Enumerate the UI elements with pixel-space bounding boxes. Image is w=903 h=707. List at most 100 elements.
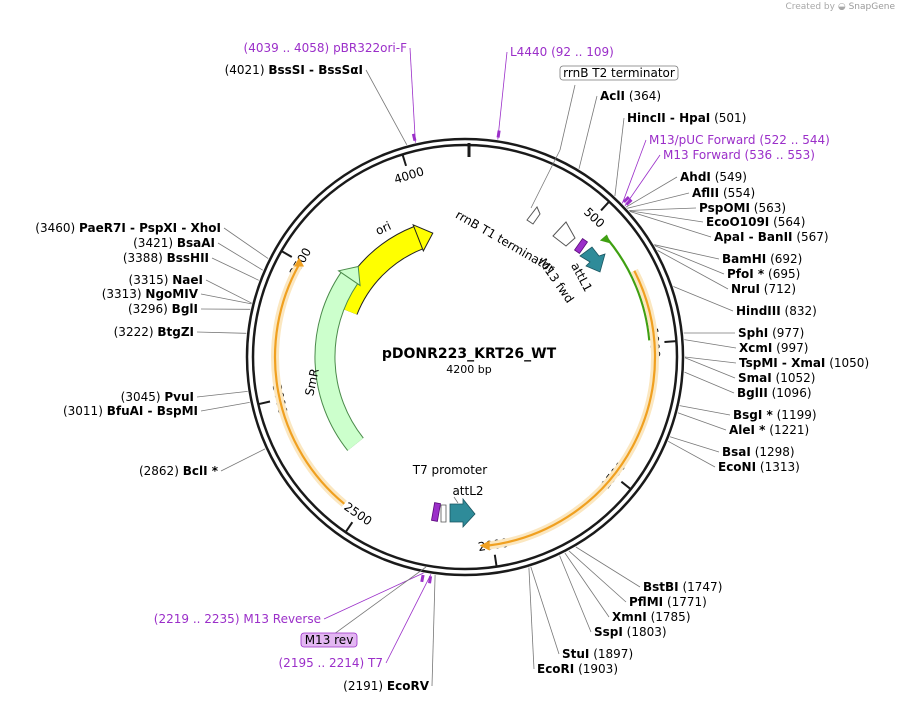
arc-feature-label: SmR [302, 367, 321, 397]
t7-promoter-mark[interactable] [431, 502, 441, 522]
att-arc-right[interactable] [487, 270, 657, 547]
leader-line [684, 356, 737, 364]
restriction-site-label[interactable]: (3313) NgoMIV [102, 287, 199, 301]
site-location: (1771) [667, 595, 707, 609]
attl2-arrow[interactable] [449, 497, 476, 529]
restriction-site-label[interactable]: AhdI (549) [680, 170, 747, 184]
tick-mark [600, 200, 610, 212]
restriction-site-label[interactable]: (3011) BfuAI - BspMI [63, 404, 198, 418]
primer-label[interactable]: L4440 (92 .. 109) [510, 45, 614, 59]
restriction-site-label[interactable]: PspOMI (563) [699, 201, 786, 215]
leader-line [385, 574, 432, 664]
site-name: PaeR7I - PspXI - XhoI [79, 221, 221, 235]
restriction-site-label[interactable]: (4021) BssSI - BssSαI [225, 63, 363, 77]
restriction-site-label[interactable]: BamHI (692) [722, 252, 802, 266]
rrnb-arrowhead [599, 234, 611, 244]
restriction-site-label[interactable]: (2862) BclI * [139, 464, 219, 478]
primer-label[interactable]: M13 Forward (536 .. 553) [663, 148, 815, 162]
restriction-site-label[interactable]: StuI (1897) [562, 647, 633, 661]
leader-line [217, 242, 264, 271]
restriction-site-label[interactable]: EcoO109I (564) [706, 215, 805, 229]
backbone-outer [245, 137, 685, 577]
site-location: (567) [796, 230, 828, 244]
rrnb-t1-terminator-feature[interactable] [526, 149, 576, 247]
restriction-site-label[interactable]: SphI (977) [738, 326, 804, 340]
leader-line [196, 391, 248, 398]
leader-line [654, 245, 725, 275]
primer-range: (536 .. 553) [745, 148, 815, 162]
primer-mark[interactable] [428, 576, 433, 584]
site-name: AhdI [680, 170, 711, 184]
restriction-site-label[interactable]: XmnI (1785) [612, 610, 691, 624]
m13-rev-box[interactable] [300, 632, 358, 648]
snapgene-logo-icon: ◒ [837, 2, 846, 12]
primer-label[interactable]: (4039 .. 4058) pBR322ori-F [244, 41, 408, 55]
attl1-arrow[interactable] [579, 246, 606, 273]
restriction-site-label[interactable]: HindIII (832) [736, 304, 817, 318]
site-name: BglI [172, 302, 198, 316]
restriction-site-label[interactable]: (3460) PaeR7I - PspXI - XhoI [35, 221, 221, 235]
ori-arc[interactable] [335, 227, 423, 315]
primer-label[interactable]: (2219 .. 2235) M13 Reverse [154, 612, 321, 626]
restriction-site-label[interactable]: (3388) BssHII [123, 251, 209, 265]
restriction-site-label[interactable]: BsaI (1298) [722, 445, 795, 459]
leader-line [200, 402, 250, 412]
primer-mark[interactable] [625, 198, 633, 206]
restriction-site-label[interactable]: NruI (712) [731, 282, 796, 296]
restriction-site-label[interactable]: BstBI (1747) [643, 580, 722, 594]
site-name: AleI * [729, 423, 766, 437]
site-name: BssSI - BssSαI [268, 63, 363, 77]
restriction-site-label[interactable]: EcoNI (1313) [718, 460, 800, 474]
restriction-site-label[interactable]: SspI (1803) [594, 625, 667, 639]
m13-fwd-primer-mark[interactable] [573, 237, 589, 255]
restriction-site-label[interactable]: ApaI - BanII (567) [714, 230, 829, 244]
site-name: PvuI [164, 390, 194, 404]
leader-line [200, 293, 252, 305]
leader-line [654, 244, 720, 260]
tick-mark [258, 400, 271, 406]
primer-mark[interactable] [411, 133, 417, 142]
leader-line [329, 566, 427, 638]
site-location: (3313) [102, 287, 142, 301]
restriction-site-label[interactable]: PflMI (1771) [629, 595, 707, 609]
restriction-site-label[interactable]: EcoRI (1903) [537, 662, 618, 676]
restriction-site-label[interactable]: AleI * (1221) [729, 423, 809, 437]
leader-line [211, 257, 259, 281]
restriction-site-label[interactable]: AclI (364) [600, 89, 661, 103]
rrnb-region-arc[interactable] [607, 238, 651, 341]
restriction-site-label[interactable]: XcmI (997) [739, 341, 808, 355]
restriction-site-label[interactable]: BsgI * (1199) [733, 408, 817, 422]
leader-line [625, 176, 678, 208]
restriction-site-label[interactable]: BglII (1096) [737, 386, 812, 400]
restriction-site-label[interactable]: (3421) BsaAI [133, 236, 215, 250]
restriction-site-label[interactable]: TspMI - XmaI (1050) [739, 356, 869, 370]
restriction-site-label[interactable]: SmaI (1052) [738, 371, 815, 385]
site-name: NaeI [172, 273, 203, 287]
rrnb-t2-box[interactable] [559, 65, 679, 81]
primer-label[interactable]: (2195 .. 2214) T7 [279, 656, 384, 670]
site-location: (1199) [777, 408, 817, 422]
site-location: (563) [754, 201, 786, 215]
restriction-site-label[interactable]: (3045) PvuI [121, 390, 194, 404]
primer-mark[interactable] [622, 195, 630, 203]
primer-label[interactable]: M13/pUC Forward (522 .. 544) [649, 133, 830, 147]
primer-name: M13 Forward [663, 148, 741, 162]
site-name: NruI [731, 282, 760, 296]
restriction-site-label[interactable]: (3296) BglI [128, 302, 198, 316]
restriction-site-label[interactable]: (3315) NaeI [129, 273, 203, 287]
att-arc-left[interactable] [273, 263, 345, 505]
tick-mark [344, 521, 354, 533]
restriction-site-label[interactable]: PfoI * (695) [727, 267, 800, 281]
restriction-site-label[interactable]: AflII (554) [692, 186, 755, 200]
restriction-site-label[interactable]: HincII - HpaI (501) [627, 111, 746, 125]
restriction-site-label[interactable]: (3222) BtgZI [114, 325, 194, 339]
site-name: BtgZI [157, 325, 194, 339]
smr-arc[interactable] [315, 272, 364, 451]
leader-line [205, 279, 252, 304]
site-location: (554) [723, 186, 755, 200]
primer-mark[interactable] [420, 574, 425, 583]
site-location: (4021) [225, 63, 265, 77]
site-location: (832) [785, 304, 817, 318]
restriction-site-label[interactable]: (2191) EcoRV [343, 679, 430, 693]
leader-line [568, 550, 627, 603]
